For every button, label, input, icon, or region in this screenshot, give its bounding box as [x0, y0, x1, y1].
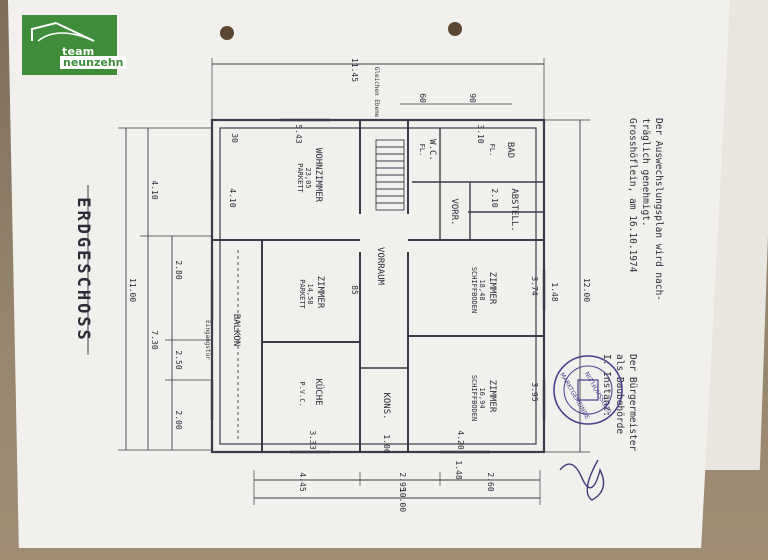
room-label-zimmer-right-top: ZIMMER: [487, 272, 497, 305]
plan-paper: [8, 0, 730, 548]
annotation-top: Gleichen Ebene: [373, 67, 380, 118]
room-label-abstell: ABSTELL.: [509, 188, 519, 231]
dim-bottom-right: 2.60: [486, 472, 495, 491]
annotation-left: Eingangstür: [204, 320, 211, 360]
inner-wall-outline: [219, 127, 537, 445]
dim-wall-e: 1.06: [382, 434, 391, 453]
dim-wall-f: 90: [468, 93, 477, 103]
house-roof-icon: [31, 21, 95, 42]
brand-logo: team neunzehn: [22, 15, 127, 75]
room-floor-zimmer-right-top: SCHIFFBODEN: [470, 267, 478, 313]
room-label-zimmer-right-bot: ZIMMER: [487, 380, 497, 413]
room-label-wc: W.C.: [427, 139, 437, 161]
punch-hole: [220, 26, 234, 40]
dim-wall-h: 85: [350, 285, 359, 295]
dim-left-seg5: 2.00: [174, 410, 183, 429]
room-label-zimmer-mid: ZIMMER: [315, 276, 325, 309]
dim-right-seg2: 3.95: [530, 382, 539, 401]
dim-wall-k: 2.10: [490, 188, 499, 207]
dim-wall-j: 4.10: [228, 188, 237, 207]
room-area-zimmer-right-bot: 16,94: [478, 387, 486, 408]
dim-wall-b: 3.10: [476, 124, 485, 143]
room-label-vorraum: VORRAUM: [375, 247, 385, 286]
room-label-wohnzimmer: WOHNZIMMER: [313, 148, 323, 203]
dim-left-seg3: 2.80: [174, 260, 183, 279]
mayor-line-3: I. Instanz:: [601, 354, 612, 417]
room-floor-bad: FL.: [488, 144, 496, 157]
dim-wall-l: 1.48: [454, 460, 463, 479]
room-label-balkon: BALKON: [231, 314, 241, 347]
room-floor-zimmer-mid: PARKETT: [298, 279, 306, 309]
dim-wall-d: 3.33: [308, 430, 317, 449]
punch-hole: [448, 22, 462, 36]
dim-bottom: 10.00: [398, 488, 407, 512]
logo-text-line1: team: [62, 45, 95, 58]
mayor-line-2: als Baubehörde: [614, 354, 625, 434]
logo-text-line2: neunzehn: [60, 56, 127, 69]
room-floor-zimmer-right-bot: SCHIFFBODEN: [470, 375, 478, 421]
municipal-stamp: MARKTGEMEINDE GROSSHÖFLEIN: [553, 355, 623, 425]
dim-left-seg2: 7.30: [150, 330, 159, 349]
dim-left-seg1: 4.10: [150, 180, 159, 199]
note-line-3: Grosshöflein, am 16.10.1974: [627, 118, 638, 273]
dim-right-seg3: 1.48: [550, 282, 559, 301]
dim-bottom-left: 4.45: [298, 472, 307, 491]
plan-title: ERDGESCHOSS: [73, 197, 93, 343]
room-label-kueche: KÜCHE: [313, 378, 324, 405]
room-label-bad: BAD: [505, 142, 515, 158]
signature-graphic: [559, 459, 605, 501]
dim-left-seg4: 2.50: [174, 350, 183, 369]
dim-bottom-mid: 2.95: [398, 472, 407, 491]
dim-right: 12.00: [582, 278, 591, 302]
dim-wall-c: 4.20: [456, 430, 465, 449]
mayor-line-1: Der Bürgermeister: [627, 354, 638, 452]
room-label-vorr: VORR.: [449, 198, 459, 225]
room-floor-wc: FL.: [418, 144, 426, 157]
dim-left: 11.00: [128, 278, 137, 302]
room-area-zimmer-right-top: 18,48: [478, 279, 486, 300]
room-floor-wohnzimmer: PARKETT: [296, 163, 304, 193]
dim-wall-i: 30: [230, 133, 239, 143]
room-area-zimmer-mid: 14,58: [306, 283, 314, 304]
room-label-kons: KONS.: [381, 392, 391, 419]
room-floor-kueche: P.V.C.: [298, 381, 306, 406]
dim-wall-a: 5.43: [294, 124, 303, 143]
note-line-1: Der Auswechslungsplan wird nach-: [653, 118, 664, 301]
room-area-wohnzimmer: 23,05: [304, 167, 312, 188]
dim-top: 11.45: [350, 58, 359, 82]
dim-wall-g: 60: [418, 93, 427, 103]
dim-right-seg1: 3.74: [530, 276, 539, 295]
note-line-2: träglich genehmigt.: [640, 118, 651, 227]
